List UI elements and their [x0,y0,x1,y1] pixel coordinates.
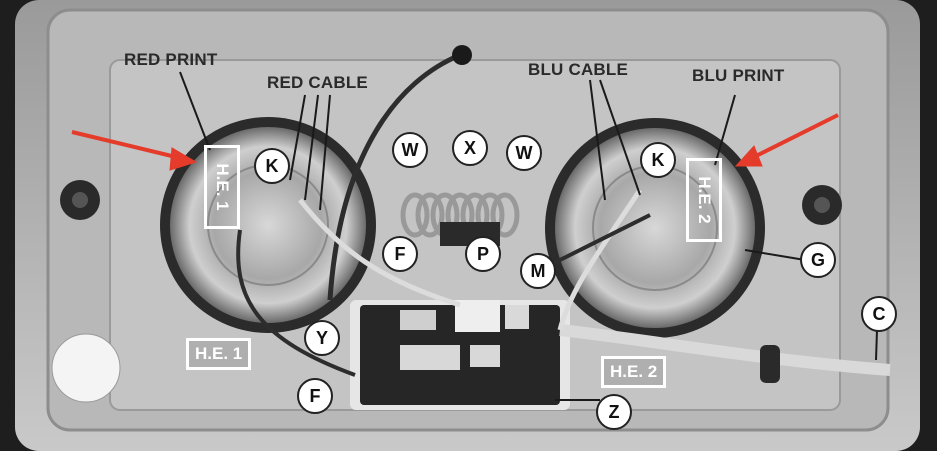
he1-vertical-box: H.E. 1 [204,145,240,229]
blu-cable-label: BLU CABLE [528,60,629,79]
marker-x: X [452,130,488,166]
white-plug [51,333,121,403]
heater-left [170,127,366,323]
he1-box: H.E. 1 [186,338,252,370]
he2-vertical-box: H.E. 2 [686,158,722,242]
marker-z: Z [596,394,632,430]
marker-m: M [520,253,556,289]
marker-k-left: K [254,148,290,184]
red-arrow-right [734,113,839,167]
terminal-p [455,300,500,332]
he2-box: H.E. 2 [601,356,667,388]
marker-f-top: F [382,236,418,272]
marker-k-right: K [640,142,676,178]
red-cable-label: RED CABLE [267,73,368,92]
cable-black [327,52,461,301]
he1-vertical-label: H.E. 1 [213,163,232,211]
cable-c [559,324,891,376]
marker-w-right: W [506,135,542,171]
he2-vertical-label: H.E. 2 [695,176,714,224]
marker-p: P [465,236,501,272]
red-arrow-left [71,130,198,171]
marker-y: Y [304,320,340,356]
marker-w-left: W [392,132,428,168]
marker-c: C [861,296,897,332]
heater-right [555,128,755,328]
red-print-label: RED PRINT [124,50,218,69]
blu-print-label: BLU PRINT [692,66,785,85]
marker-g: G [800,242,836,278]
marker-f-bottom: F [297,378,333,414]
terminal-m [505,305,529,329]
